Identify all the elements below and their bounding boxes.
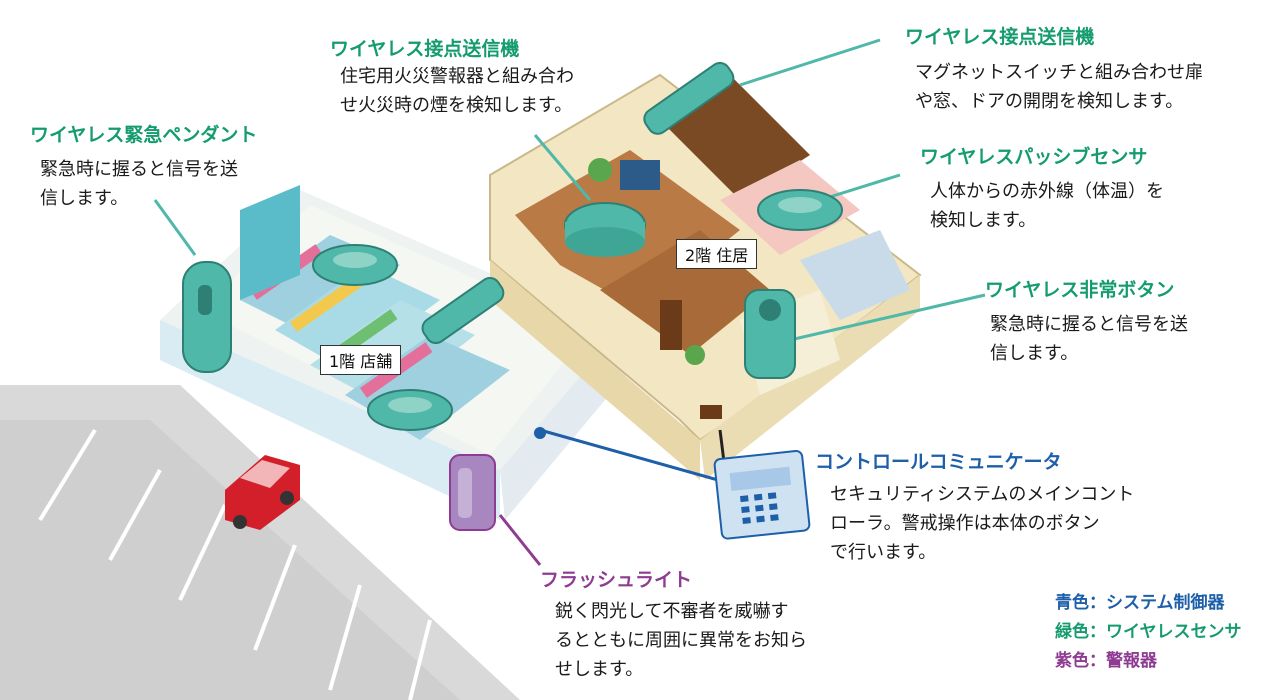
passive-sensor-icon [758,190,842,230]
passive-title: ワイヤレスパッシブセンサ [920,142,1147,169]
controller-line-2: ローラ。警戒操作は本体のボタン [830,509,1100,538]
smoke-detector-icon-2f [565,203,645,257]
contact-upper-title: ワイヤレス接点送信機 [330,34,519,61]
emergency-button-line-2: 信します。 [990,339,1078,368]
floor-label-1f: 1階 店舗 [320,345,401,375]
contact-right-line-2: や窓、ドアの開閉を検知します。 [915,87,1183,116]
flash-line-2: るとともに周囲に異常をお知ら [555,626,807,655]
flash-line-3: せします。 [555,655,643,684]
floor-label-2f: 2階 住居 [676,239,757,269]
pendant-icon [183,262,231,372]
legend-purple: 紫色：警報器 [1055,648,1157,674]
legend-blue: 青色：システム制御器 [1055,590,1225,616]
flash-line-1: 鋭く閃光して不審者を威嚇す [555,597,788,626]
passive-sensor-icon-1f-a [313,245,397,285]
passive-line-2: 検知します。 [930,206,1036,235]
contact-right-title: ワイヤレス接点送信機 [905,22,1094,49]
emergency-button-title: ワイヤレス非常ボタン [985,275,1174,302]
flash-title: フラッシュライト [540,565,692,592]
controller-line-3: で行います。 [830,538,936,567]
emergency-button-line-1: 緊急時に握ると信号を送 [990,310,1188,339]
pendant-line-1: 緊急時に握ると信号を送 [40,155,238,184]
controller-line-1: セキュリティシステムのメインコント [830,480,1134,509]
contact-right-line-1: マグネットスイッチと組み合わせ扉 [915,58,1203,87]
contact-upper-line-2: せ火災時の煙を検知します。 [340,91,572,120]
legend-green: 緑色：ワイヤレスセンサ [1055,619,1242,645]
control-communicator-icon [714,450,810,539]
passive-sensor-icon-1f-b [368,390,452,430]
contact-upper-line-1: 住宅用火災警報器と組み合わ [340,62,574,91]
emergency-button-icon [745,290,795,378]
passive-line-1: 人体からの赤外線（体温）を [930,177,1164,206]
pendant-line-2: 信します。 [40,184,128,213]
flash-light-icon [450,455,495,530]
pendant-title: ワイヤレス緊急ペンダント [30,120,257,147]
controller-title: コントロールコミュニケータ [815,447,1062,474]
